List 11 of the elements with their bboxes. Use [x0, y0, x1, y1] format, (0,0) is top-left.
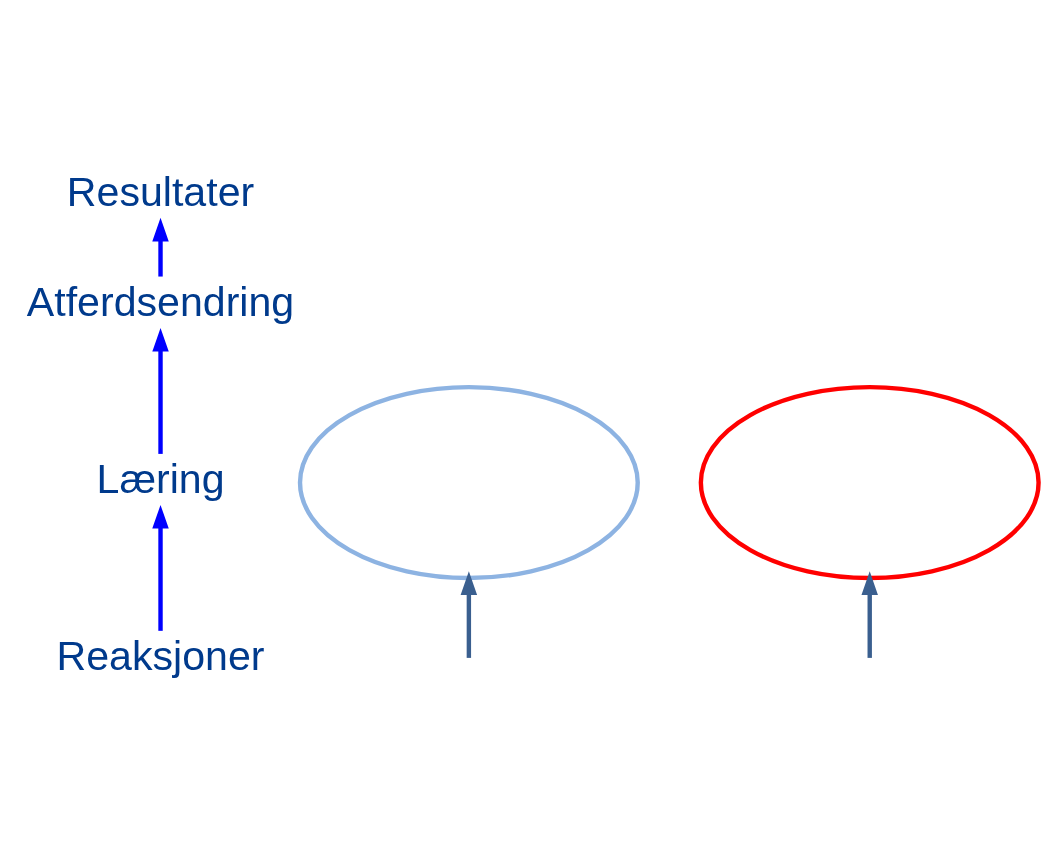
node-text: Resultater [66, 168, 255, 215]
arrow [152, 504, 169, 631]
node-text: Læring [96, 455, 225, 502]
node-text: Atferdsendring [26, 278, 295, 325]
arrow [460, 570, 478, 658]
node-ellipse [698, 384, 1041, 580]
arrow [861, 570, 878, 658]
arrow [152, 327, 169, 454]
node-ellipse [297, 384, 640, 580]
node-text: Reaksjoner [56, 632, 265, 679]
arrow [152, 217, 169, 277]
